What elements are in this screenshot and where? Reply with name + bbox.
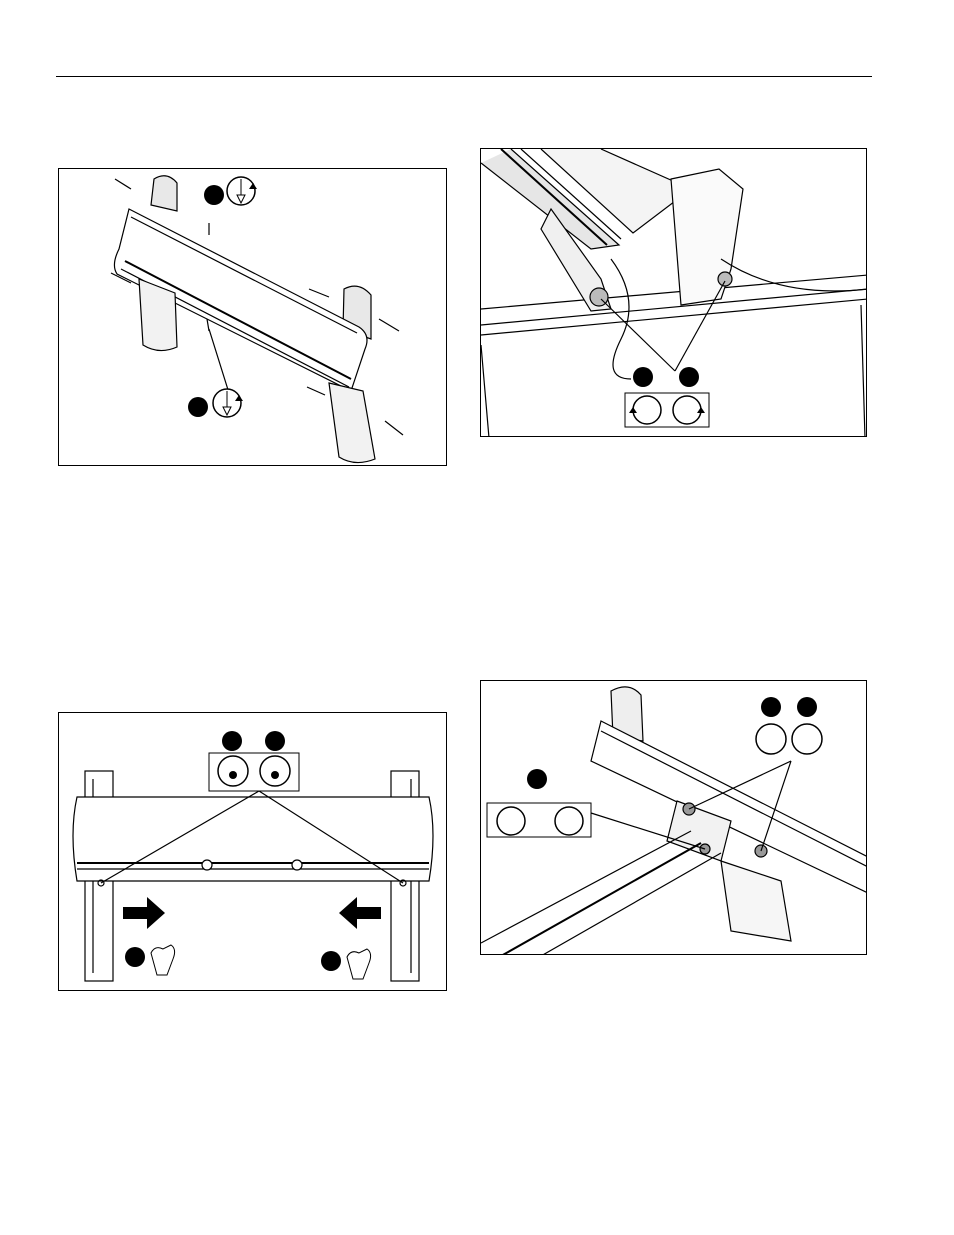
callout-wrench-right [756, 697, 822, 754]
figure-console-assembly [58, 168, 447, 466]
callout-wrench-pair [625, 367, 709, 427]
push-right-arrow-icon [123, 897, 165, 929]
figure-upright-mount [480, 680, 867, 955]
hand-icon [125, 945, 175, 975]
header-rule [56, 76, 872, 77]
callout-wrench-left [487, 769, 591, 837]
callout-screwdriver-top [204, 177, 257, 205]
callout-screwdriver-bottom [188, 389, 243, 417]
push-left-arrow-icon [339, 897, 381, 929]
hand-icon [321, 949, 371, 979]
callout-hexkey-pair [209, 731, 299, 791]
figure-console-front [58, 712, 447, 991]
figure-underside-bolts [480, 148, 867, 437]
